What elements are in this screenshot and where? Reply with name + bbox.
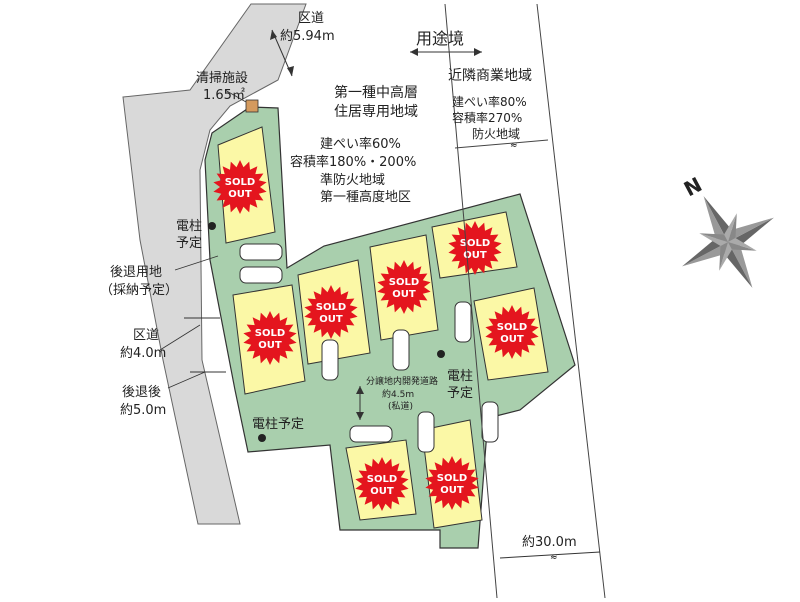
sold-badges: SOLDOUTSOLDOUTSOLDOUTSOLDOUTSOLDOUTSOLDO… [213, 160, 539, 511]
parking-cars [239, 243, 499, 453]
zone-boundary-hline [454, 139, 549, 149]
road-bottom-width: 約30.0m [522, 535, 577, 550]
private-road-label-line2: 約4.5m [382, 388, 414, 400]
arrow-heads [270, 30, 482, 420]
sold-text-line1: SOLD [497, 322, 527, 333]
setback-label-line2: （採納予定） [100, 283, 178, 298]
zone-right-fire: 防火地域 [472, 126, 520, 141]
road-edge-line [536, 3, 606, 599]
compass-rose [682, 196, 774, 288]
sold-text-line2: OUT [463, 250, 487, 261]
after-setback-label-line1: 後退後 [122, 385, 161, 400]
sold-text-line2: OUT [228, 189, 252, 200]
zone-right-coverage: 建ぺい率80% [452, 94, 527, 109]
zone-left-coverage: 建ぺい率60% [320, 136, 401, 152]
pole-dot-2 [437, 350, 445, 358]
cleaning-facility-area: 1.65㎡ [203, 88, 245, 103]
zone-left-fire: 準防火地域 [320, 172, 385, 188]
sold-text-line1: SOLD [316, 302, 346, 313]
road-left-label-line1: 区道 [133, 328, 159, 343]
sold-text-line1: SOLD [437, 473, 467, 484]
zone-left-line1: 第一種中高層 [334, 84, 418, 101]
zone-right-floor-ratio: 容積率270% [452, 110, 522, 125]
sold-text-line2: OUT [440, 485, 464, 496]
setback-label-line1: 後退用地 [110, 265, 162, 280]
pole-2-label-line2: 予定 [447, 386, 473, 401]
pole-3-label: 電柱予定 [252, 417, 304, 432]
sold-text-line1: SOLD [389, 277, 419, 288]
break-mark-1: ≈ [510, 141, 518, 151]
sold-text-line2: OUT [392, 289, 416, 300]
sold-text-line2: OUT [319, 314, 343, 325]
pole-dot-3 [258, 434, 266, 442]
sold-text-line2: OUT [258, 340, 282, 351]
pole-dot-1 [208, 222, 216, 230]
zone-left-floor-ratio: 容積率180%・200% [290, 154, 416, 170]
cleaning-facility-label: 清掃施設 [196, 70, 248, 86]
zone-right-title: 近隣商業地域 [448, 68, 532, 84]
sold-text-line1: SOLD [225, 177, 255, 188]
pole-1-label-line2: 予定 [176, 236, 202, 251]
pole-2-label-line1: 電柱 [447, 369, 473, 384]
sold-text-line1: SOLD [255, 328, 285, 339]
cleaning-facility [245, 99, 259, 113]
private-road-label-line3: (私道) [388, 400, 413, 412]
zone-left-line2: 住居専用地域 [334, 104, 418, 120]
sold-text-line1: SOLD [460, 238, 490, 249]
sold-text-line2: OUT [370, 486, 394, 497]
after-setback-label-line2: 約5.0m [120, 403, 166, 418]
utility-poles [208, 222, 445, 442]
zone-left-height: 第一種高度地区 [320, 189, 411, 205]
leader-lines [159, 89, 247, 389]
pole-1-label-line1: 電柱 [176, 219, 202, 234]
break-mark-2: ≈ [550, 553, 558, 563]
sold-text-line1: SOLD [367, 474, 397, 485]
sold-text-line2: OUT [500, 334, 524, 345]
zone-boundary-line [444, 3, 498, 599]
road-left-label-line2: 約4.0m [120, 346, 166, 361]
road-top-label: 区道 [298, 11, 324, 26]
road-top-width: 約5.94m [280, 29, 335, 44]
private-road-label-line1: 分譲地内開発道路 [366, 375, 438, 387]
north-label: N [680, 172, 706, 201]
zoning-boundary-title: 用途境 [416, 29, 464, 48]
